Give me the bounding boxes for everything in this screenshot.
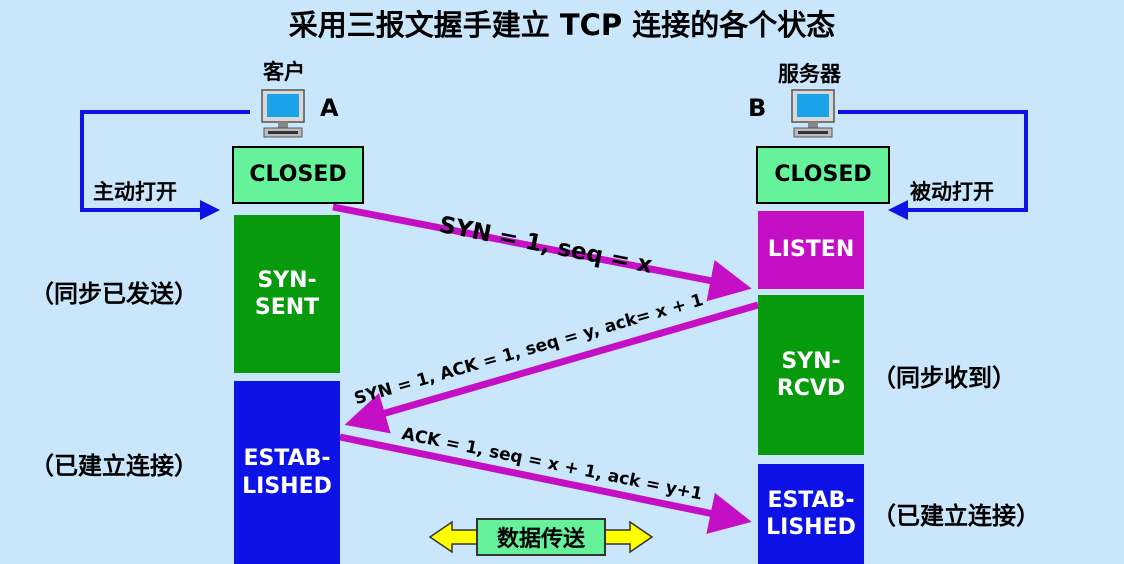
passive-open-arrow (838, 110, 1028, 220)
active-open-label: 主动打开 (93, 180, 177, 204)
note-syn-rcvd: （同步收到） (872, 364, 1016, 392)
data-transfer-label: 数据传送 (476, 518, 606, 556)
ack-arrow (339, 433, 752, 534)
syn-ack-arrow (344, 301, 759, 434)
client-computer-icon (261, 89, 305, 138)
server-state-syn-rcvd: SYN- RCVD (758, 295, 864, 455)
active-open-arrow (80, 110, 250, 220)
diagram-title: 采用三报文握手建立 TCP 连接的各个状态 (288, 8, 836, 42)
server-computer-icon (791, 89, 835, 138)
server-state-established: ESTAB- LISHED (758, 464, 864, 564)
note-syn-sent: （同步已发送） (30, 280, 198, 308)
server-state-listen: LISTEN (758, 211, 864, 289)
client-letter: A (320, 94, 339, 122)
server-letter: B (748, 94, 767, 122)
server-label: 服务器 (778, 62, 841, 86)
client-state-syn-sent: SYN- SENT (234, 215, 340, 373)
syn-arrow (332, 203, 752, 302)
passive-open-label: 被动打开 (910, 180, 994, 204)
client-label: 客户 (263, 60, 305, 84)
server-state-closed: CLOSED (756, 146, 890, 204)
client-state-established: ESTAB- LISHED (234, 381, 340, 564)
client-state-closed: CLOSED (232, 146, 364, 204)
note-server-established: （已建立连接） (872, 502, 1040, 530)
note-client-established: （已建立连接） (30, 452, 198, 480)
